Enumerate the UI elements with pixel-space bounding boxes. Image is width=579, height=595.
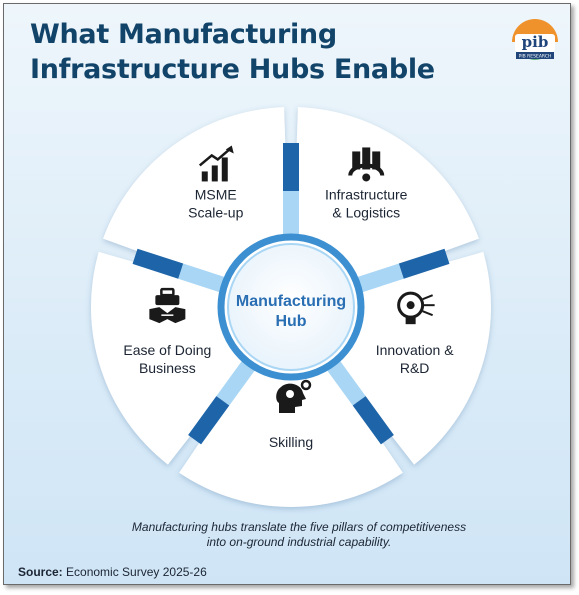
- factory-gear-icon: [348, 147, 385, 182]
- segment-msme: [103, 107, 289, 284]
- spoke-outer: [398, 248, 450, 279]
- title-line-2: Infrastructure Hubs Enable: [30, 54, 435, 85]
- segment-label-infrastructure-line-1: Infrastructure: [325, 186, 408, 202]
- caption-line-1: Manufacturing hubs translate the five pi…: [131, 520, 467, 534]
- logo-subtext: PIB RESEARCH: [519, 54, 552, 60]
- spoke-inner: [357, 263, 404, 293]
- spoke-outer: [188, 396, 230, 445]
- source-label: Source:: [18, 565, 63, 579]
- center-hub: Manufacturing Hub: [217, 233, 365, 381]
- spoke-inner: [216, 360, 256, 406]
- caption-line-2: into on-ground industrial capability.: [206, 535, 392, 549]
- segment-skilling: [179, 363, 403, 508]
- segment-label-ease-line-1: Ease of Doing: [123, 342, 211, 358]
- infographic-frame: What Manufacturing Infrastructure Hubs E…: [3, 3, 571, 585]
- segment-label-ease-line-2: Business: [139, 360, 196, 376]
- segment-label-skilling-line-1: Skilling: [269, 434, 313, 450]
- logo-mark: pib: [522, 33, 549, 51]
- pib-logo: pib PIB RESEARCH: [512, 19, 558, 60]
- head-gears-icon: [276, 379, 312, 413]
- segment-label-infrastructure-line-2: & Logistics: [332, 204, 400, 220]
- segment-infrastructure: [293, 107, 479, 284]
- segment-label-msme-line-2: Scale-up: [188, 204, 243, 220]
- spoke-inner: [326, 360, 366, 406]
- spoke-outer: [132, 248, 184, 279]
- growth-chart-icon: [198, 145, 234, 182]
- spoke-outer: [352, 396, 394, 445]
- handshake-briefcase-icon: [149, 287, 186, 324]
- center-label-line-1: Manufacturing: [236, 293, 346, 310]
- icons-layer: [149, 145, 435, 413]
- segment-ease: [90, 251, 250, 465]
- segment-label-innovation-line-1: Innovation &: [376, 342, 454, 358]
- lightbulb-circuit-icon: [397, 291, 435, 325]
- title-line-1: What Manufacturing: [30, 19, 337, 50]
- labels-layer: MSME Scale-up Infrastructure & LogisticsInn…: [123, 186, 454, 450]
- segment-innovation: [332, 251, 492, 465]
- center-label-line-2: Hub: [275, 313, 306, 330]
- spokes-layer: [132, 143, 450, 445]
- source-note: Source: Economic Survey 2025-26: [18, 565, 207, 579]
- segment-label-innovation-line-2: R&D: [400, 360, 430, 376]
- hub-diagram: Manufacturing Hub MSME Scale-up Infrastruc…: [90, 107, 492, 508]
- infographic-title: What Manufacturing Infrastructure Hubs E…: [30, 17, 435, 87]
- source-text: Economic Survey 2025-26: [66, 565, 207, 579]
- spoke-inner: [178, 263, 225, 293]
- segment-label-msme-line-1: MSME: [195, 186, 237, 202]
- segments-layer: [90, 107, 492, 508]
- caption: Manufacturing hubs translate the five pi…: [44, 520, 554, 550]
